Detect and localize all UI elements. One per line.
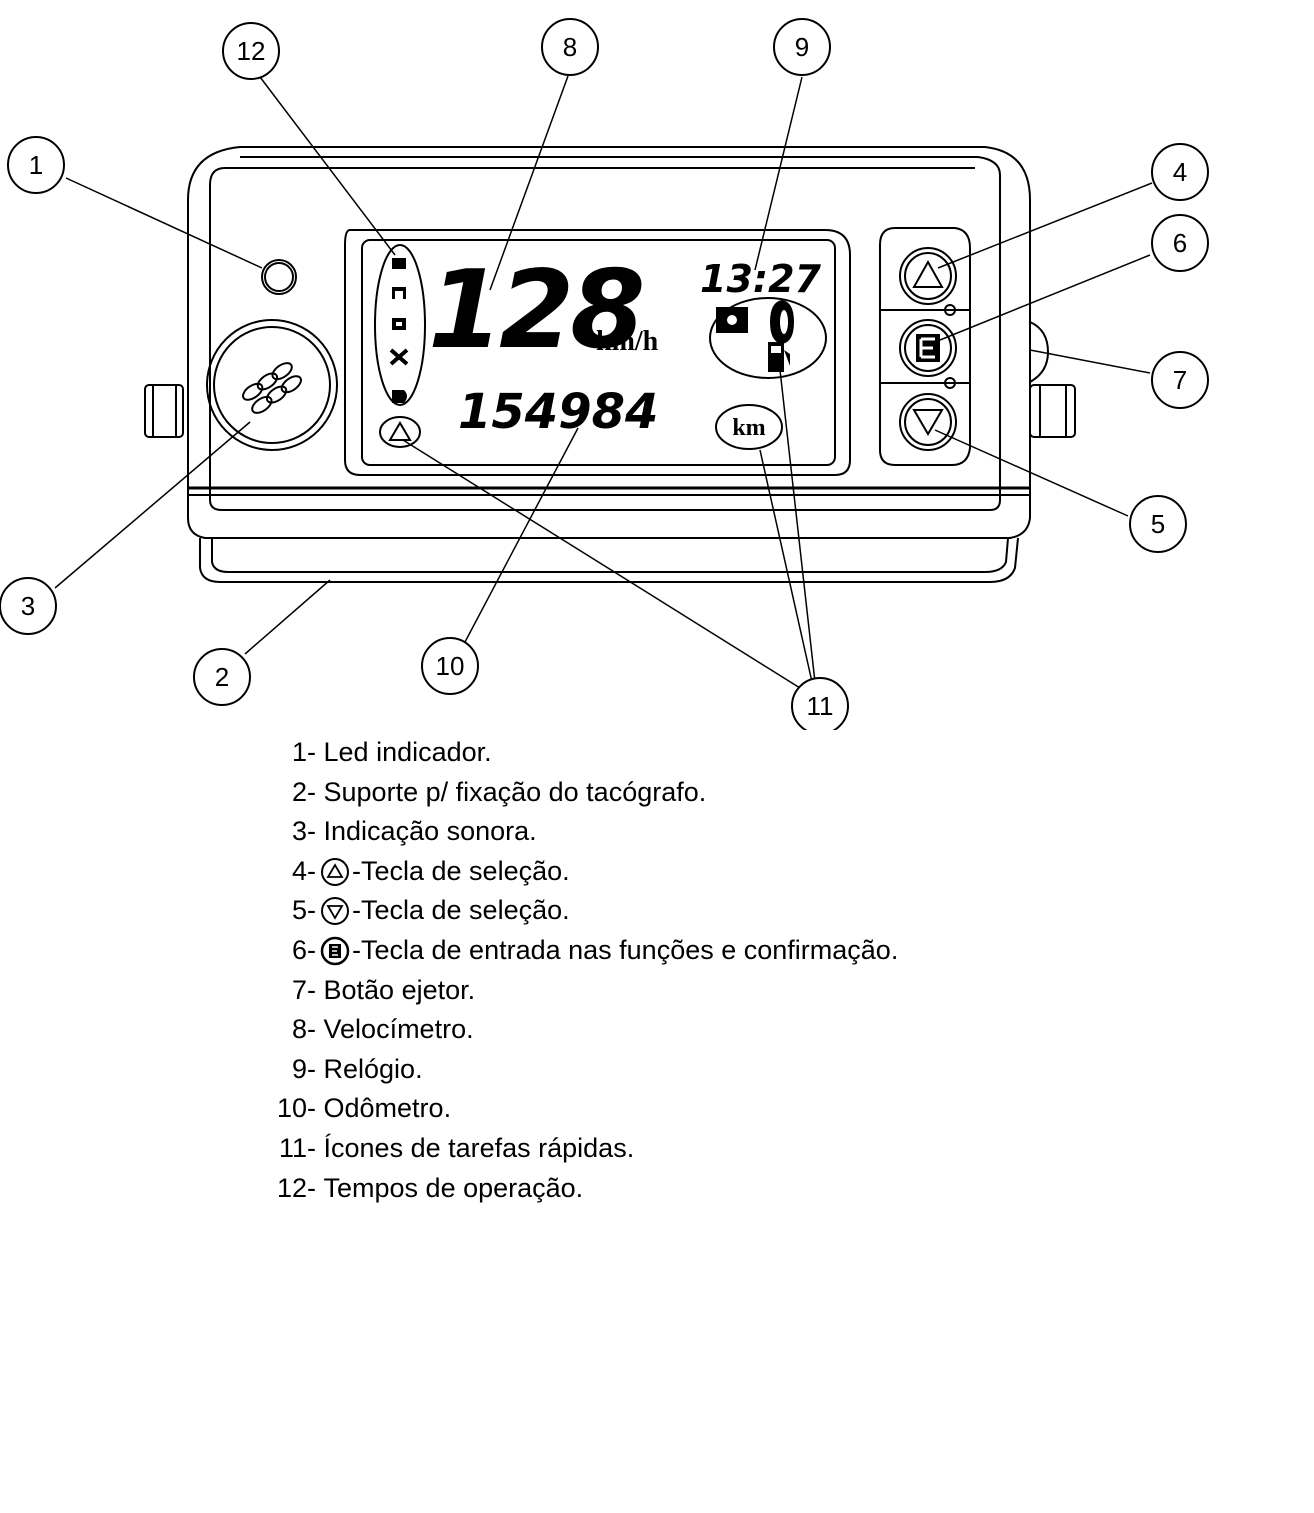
legend-number: 1- bbox=[291, 737, 316, 767]
legend-text: Velocímetro. bbox=[323, 1014, 474, 1045]
button-panel bbox=[879, 227, 971, 466]
leader-lines bbox=[54, 75, 1153, 689]
legend-text: Led indicador. bbox=[323, 737, 492, 767]
right-side-knob bbox=[1029, 384, 1076, 438]
legend-text: -Tecla de entrada nas funções e confirma… bbox=[352, 934, 899, 965]
legend-number: 5- bbox=[291, 895, 316, 926]
legend-item-2: 2- Suporte p/ fixação do tacógrafo. bbox=[258, 773, 1258, 813]
operation-mode-icons bbox=[389, 258, 409, 403]
callout-11: 11 bbox=[791, 677, 849, 730]
svg-text:4: 4 bbox=[1173, 157, 1187, 187]
enter-e-icon bbox=[916, 334, 940, 362]
legend-text: -Tecla de seleção. bbox=[352, 895, 570, 926]
legend-text: Indicação sonora. bbox=[323, 816, 537, 847]
legend-item-3: 3- Indicação sonora. bbox=[258, 812, 1258, 852]
callout-1: 1 bbox=[7, 136, 65, 194]
callout-6: 6 bbox=[1151, 214, 1209, 272]
legend-text: Suporte p/ fixação do tacógrafo. bbox=[323, 776, 707, 807]
svg-text:8: 8 bbox=[563, 32, 577, 62]
callout-3: 3 bbox=[0, 577, 57, 635]
svg-text:2: 2 bbox=[215, 662, 229, 692]
up-triangle-icon bbox=[912, 259, 944, 288]
operation-times-group bbox=[374, 244, 426, 406]
speed-unit: km/h bbox=[596, 326, 659, 357]
legend-number: 12- bbox=[276, 1172, 316, 1203]
legend-item-5: 5- -Tecla de seleção. bbox=[258, 891, 1258, 931]
enter-key bbox=[899, 319, 957, 377]
legend-item-8: 8- Velocímetro. bbox=[258, 1010, 1258, 1050]
led-indicator bbox=[261, 259, 297, 295]
callout-12: 12 bbox=[222, 22, 280, 80]
eject-button bbox=[1029, 321, 1050, 383]
legend-number: 4- bbox=[291, 855, 316, 886]
legend-number: 10- bbox=[276, 1093, 316, 1124]
lcd-screen bbox=[361, 239, 836, 466]
mounting-bracket bbox=[199, 537, 1019, 583]
legend-number: 8- bbox=[291, 1014, 316, 1045]
legend-number: 2- bbox=[291, 776, 316, 807]
callout-2: 2 bbox=[193, 648, 251, 706]
legend-number: 11- bbox=[278, 1132, 316, 1163]
legend-item-11: 11- Ícones de tarefas rápidas. bbox=[258, 1129, 1258, 1169]
odometer-unit: km bbox=[732, 415, 765, 441]
legend-text: -Tecla de seleção. bbox=[352, 855, 570, 886]
quick-task-icons bbox=[716, 300, 794, 372]
down-triangle-key-icon bbox=[320, 896, 350, 926]
up-triangle-key-icon bbox=[320, 857, 350, 887]
callout-4: 4 bbox=[1151, 143, 1209, 201]
legend-text: Relógio. bbox=[323, 1053, 423, 1084]
buzzer bbox=[206, 319, 338, 451]
legend-item-4: 4- -Tecla de seleção. bbox=[258, 852, 1258, 892]
legend-number: 9- bbox=[291, 1053, 316, 1084]
svg-text:1: 1 bbox=[29, 150, 43, 180]
down-key bbox=[899, 393, 957, 451]
legend-item-6: 6- -Tecla de entrada nas funções e confi… bbox=[258, 931, 1258, 971]
legend-text: Botão ejetor. bbox=[323, 974, 476, 1005]
svg-text:6: 6 bbox=[1173, 228, 1187, 258]
tachograph-diagram: 128 km/h 13:27 154984 km 1 2 3 4 5 6 7 8… bbox=[0, 18, 1209, 730]
legend-number: 7- bbox=[291, 974, 316, 1005]
svg-text:11: 11 bbox=[807, 691, 834, 721]
callout-10: 10 bbox=[421, 637, 479, 695]
callout-7: 7 bbox=[1151, 351, 1209, 409]
quick-tasks-group bbox=[709, 297, 827, 379]
legend-number: 6- bbox=[291, 934, 316, 965]
legend-item-1: 1- Led indicador. bbox=[258, 733, 1258, 773]
km-unit-badge bbox=[715, 404, 783, 450]
left-side-knob bbox=[144, 384, 184, 438]
warning-triangle-badge bbox=[379, 416, 421, 448]
buzzer-logo-icon bbox=[242, 362, 302, 414]
up-key bbox=[899, 247, 957, 305]
down-triangle-icon bbox=[912, 409, 944, 436]
odometer-reading: 154984 bbox=[458, 384, 658, 440]
legend-list: 1- Led indicador. 2- Suporte p/ fixação … bbox=[258, 733, 1258, 1208]
legend-number: 3- bbox=[291, 816, 316, 847]
callouts: 1 2 3 4 5 6 7 8 9 10 11 12 bbox=[0, 18, 1209, 730]
svg-text:9: 9 bbox=[795, 32, 809, 62]
warning-triangle-icon bbox=[388, 421, 412, 441]
display-bezel bbox=[344, 229, 851, 476]
svg-text:5: 5 bbox=[1151, 509, 1165, 539]
legend-text: Ícones de tarefas rápidas. bbox=[323, 1132, 635, 1163]
legend-item-9: 9- Relógio. bbox=[258, 1050, 1258, 1090]
callout-9: 9 bbox=[773, 18, 831, 76]
svg-text:7: 7 bbox=[1173, 365, 1187, 395]
svg-text:10: 10 bbox=[436, 651, 465, 681]
housing-inner-top bbox=[240, 156, 1001, 200]
svg-text:3: 3 bbox=[21, 591, 35, 621]
housing-outline bbox=[187, 146, 1031, 539]
callout-8: 8 bbox=[541, 18, 599, 76]
legend-item-12: 12- Tempos de operação. bbox=[258, 1169, 1258, 1209]
legend-text: Odômetro. bbox=[323, 1093, 452, 1124]
clock-reading: 13:27 bbox=[700, 257, 822, 301]
legend-item-7: 7- Botão ejetor. bbox=[258, 971, 1258, 1011]
svg-text:12: 12 bbox=[237, 36, 266, 66]
legend-item-10: 10- Odômetro. bbox=[258, 1089, 1258, 1129]
callout-5: 5 bbox=[1129, 495, 1187, 553]
enter-key-icon bbox=[320, 936, 350, 966]
legend-text: Tempos de operação. bbox=[323, 1172, 584, 1203]
speed-reading: 128 bbox=[428, 248, 642, 373]
